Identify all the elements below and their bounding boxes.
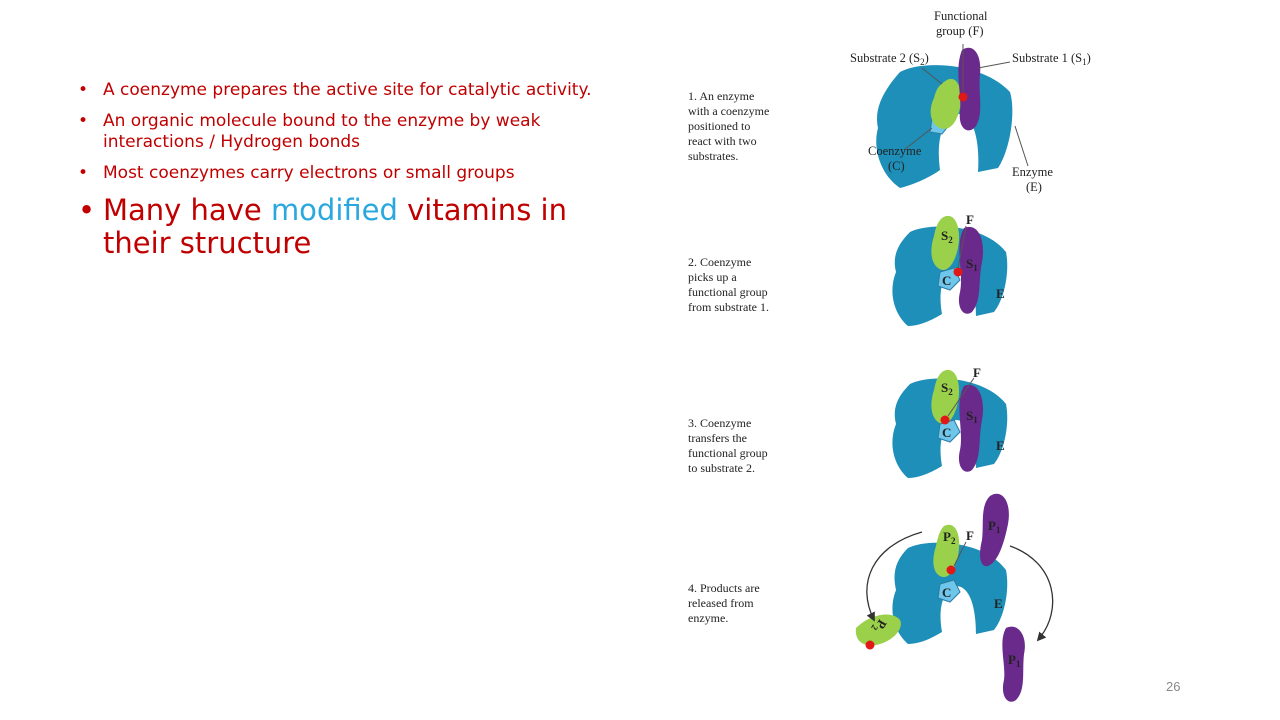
tag-letter: P — [943, 529, 951, 544]
step-line: enzyme. — [688, 611, 728, 625]
bullet-text: Many have — [103, 193, 271, 227]
step-1-text: 1. An enzyme with a coenzyme positioned … — [688, 89, 772, 163]
panel-1: Functional group (F) Substrate 2 (S2) Su… — [688, 9, 1091, 194]
step-line: from substrate 1. — [688, 300, 769, 314]
tag-F: F — [973, 365, 981, 380]
enzyme-shape — [892, 542, 1008, 644]
label-text: Substrate 2 (S — [850, 51, 920, 65]
substrate-1-shape — [958, 384, 984, 472]
label-subscript: 1 — [1082, 57, 1087, 67]
label-text: ) — [925, 51, 929, 65]
tag-P2: P2 — [943, 529, 956, 546]
released-product-1-shape — [1002, 626, 1025, 702]
step-line: to substrate 2. — [688, 461, 755, 475]
product-1-shape — [980, 493, 1009, 567]
tag-F: F — [966, 528, 974, 543]
bullet-item: An organic molecule bound to the enzyme … — [78, 111, 628, 153]
label-subscript: 2 — [920, 57, 925, 67]
tag-P1-released: P1 — [1008, 652, 1021, 669]
panel-2: F S2 S1 C E 2. Coenzyme picks up a funct… — [688, 212, 1008, 326]
tag-S1: S1 — [966, 408, 978, 425]
tag-letter: S — [966, 256, 973, 271]
tag-letter: S — [941, 380, 948, 395]
functional-group-dot — [958, 92, 968, 102]
step-line: transfers the — [688, 431, 747, 445]
tag-E: E — [996, 438, 1005, 453]
panel-3: F S2 S1 C E 3. Coenzyme transfers the fu… — [688, 365, 1008, 478]
step-line: picks up a — [688, 270, 737, 284]
tag-subscript: 1 — [1016, 659, 1021, 669]
tag-S1: S1 — [966, 256, 978, 273]
label-enzyme: (E) — [1026, 180, 1042, 194]
functional-group-dot — [940, 415, 950, 425]
step-line: substrates. — [688, 149, 738, 163]
step-line: 4. Products are — [688, 581, 760, 595]
tag-subscript: 2 — [951, 536, 956, 546]
tag-C: C — [942, 425, 951, 440]
tag-letter: P — [988, 518, 996, 533]
substrate-1-shape — [958, 226, 984, 314]
label-text: Substrate 1 (S — [1012, 51, 1082, 65]
tag-subscript: 2 — [948, 387, 953, 397]
page-number: 26 — [1166, 679, 1181, 694]
released-product-2-shape — [855, 614, 901, 646]
tag-S2: S2 — [941, 228, 953, 245]
tag-F: F — [966, 212, 974, 227]
tag-letter: S — [966, 408, 973, 423]
step-4-text: 4. Products are released from enzyme. — [688, 581, 763, 625]
tag-letter: S — [941, 228, 948, 243]
substrate-1-shape — [958, 47, 981, 131]
step-line: functional group — [688, 285, 768, 299]
step-line: positioned to — [688, 119, 750, 133]
step-2-text: 2. Coenzyme picks up a functional group … — [688, 255, 771, 314]
label-substrate-2: Substrate 2 (S2) — [850, 51, 929, 67]
tag-E: E — [994, 596, 1003, 611]
tag-E: E — [996, 286, 1005, 301]
tag-subscript: 1 — [973, 415, 978, 425]
tag-letter: P — [1008, 652, 1016, 667]
bullet-list: A coenzyme prepares the active site for … — [78, 80, 628, 260]
step-line: functional group — [688, 446, 768, 460]
step-line: released from — [688, 596, 754, 610]
tag-subscript: 2 — [948, 235, 953, 245]
tag-subscript: 1 — [996, 525, 1001, 535]
bullet-text: vitamins in their structure — [103, 193, 567, 260]
tag-subscript: 1 — [973, 263, 978, 273]
substrate-2-shape — [931, 215, 960, 270]
step-line: react with two — [688, 134, 757, 148]
tag-C: C — [942, 273, 951, 288]
step-line: with a coenzyme — [688, 104, 769, 118]
functional-group-dot — [865, 640, 875, 650]
step-line: 3. Coenzyme — [688, 416, 751, 430]
functional-group-dot — [946, 565, 956, 575]
label-substrate-1: Substrate 1 (S1) — [1012, 51, 1091, 67]
step-3-text: 3. Coenzyme transfers the functional gro… — [688, 416, 771, 475]
tag-S2: S2 — [941, 380, 953, 397]
bullet-item: Most coenzymes carry electrons or small … — [78, 163, 628, 184]
coenzyme-shape — [937, 419, 961, 443]
coenzyme-figure: Functional group (F) Substrate 2 (S2) Su… — [688, 9, 1091, 702]
label-text: ) — [1087, 51, 1091, 65]
tag-subscript: 2 — [869, 623, 880, 632]
coenzyme-shape — [937, 579, 961, 603]
bullet-item: A coenzyme prepares the active site for … — [78, 80, 628, 101]
label-coenzyme: Coenzyme — [868, 144, 922, 158]
functional-group-dot — [953, 267, 963, 277]
tag-C: C — [942, 585, 951, 600]
product-2-shape — [933, 524, 960, 578]
label-functional-group: group (F) — [936, 24, 984, 38]
tag-P1: P1 — [988, 518, 1001, 535]
substrate-2-shape — [930, 78, 962, 129]
step-line: 2. Coenzyme — [688, 255, 751, 269]
step-line: 1. An enzyme — [688, 89, 754, 103]
bullet-item-vitamins: Many have modified vitamins in their str… — [78, 194, 628, 260]
highlight-modified: modified — [270, 193, 398, 227]
label-coenzyme: (C) — [888, 159, 905, 173]
label-enzyme: Enzyme — [1012, 165, 1053, 179]
label-functional-group: Functional — [934, 9, 988, 23]
panel-4: F P2 P1 C E P2 P1 4. Products are releas… — [688, 493, 1054, 702]
